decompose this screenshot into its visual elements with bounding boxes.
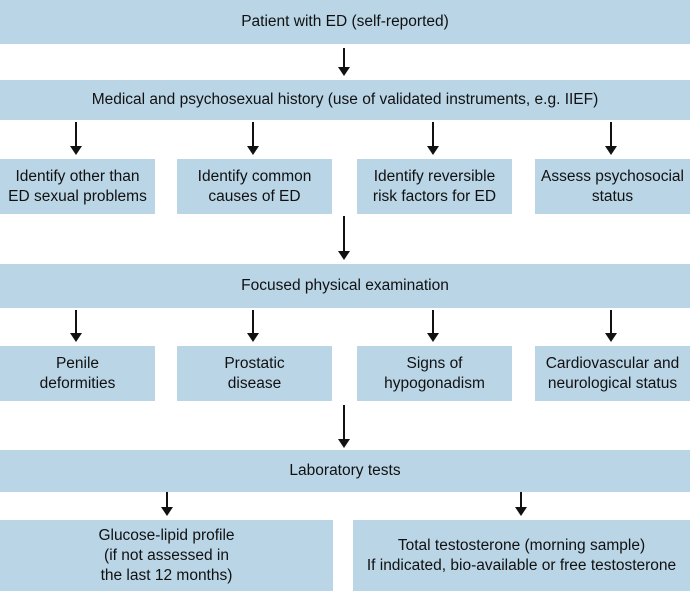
- patient-label: Patient with ED (self-reported): [241, 13, 449, 30]
- assess-psychosocial-label: Assess psychosocial status: [540, 167, 684, 205]
- arrow-down-icon: [337, 48, 351, 76]
- prostatic-disease-label: Prostatic disease: [224, 354, 285, 392]
- identify-other-problems-box: Identify other than ED sexual problems: [0, 159, 155, 214]
- testosterone-label: Total testosterone (morning sample) If i…: [366, 536, 677, 574]
- history-label: Medical and psychosexual history (use of…: [91, 91, 599, 108]
- identify-other-problems-label: Identify other than ED sexual problems: [8, 167, 147, 205]
- arrow-down-icon: [69, 122, 83, 155]
- testosterone-box: Total testosterone (morning sample) If i…: [353, 520, 690, 591]
- arrow-down-icon: [604, 122, 618, 155]
- arrow-down-icon: [69, 310, 83, 342]
- identify-risk-factors-label: Identify reversible risk factors for ED: [372, 167, 497, 205]
- arrow-down-icon: [426, 122, 440, 155]
- cardiovascular-label: Cardiovascular and neurological status: [545, 354, 680, 392]
- exam-box: Focused physical examination: [0, 264, 690, 308]
- history-box: Medical and psychosexual history (use of…: [0, 80, 690, 120]
- arrow-down-icon: [246, 122, 260, 155]
- cardiovascular-box: Cardiovascular and neurological status: [535, 346, 690, 401]
- lab-label: Laboratory tests: [289, 462, 401, 479]
- arrow-down-icon: [514, 492, 528, 516]
- arrow-down-icon: [604, 310, 618, 342]
- identify-common-causes-label: Identify common causes of ED: [197, 167, 312, 205]
- arrow-down-icon: [160, 492, 174, 516]
- patient-box: Patient with ED (self-reported): [0, 0, 690, 44]
- exam-label: Focused physical examination: [241, 277, 449, 294]
- prostatic-disease-box: Prostatic disease: [177, 346, 332, 401]
- arrow-down-icon: [337, 405, 351, 448]
- assess-psychosocial-box: Assess psychosocial status: [535, 159, 690, 214]
- identify-risk-factors-box: Identify reversible risk factors for ED: [357, 159, 512, 214]
- hypogonadism-box: Signs of hypogonadism: [357, 346, 512, 401]
- penile-deformities-label: Penile deformities: [39, 354, 116, 392]
- arrow-down-icon: [337, 216, 351, 260]
- hypogonadism-label: Signs of hypogonadism: [384, 354, 485, 392]
- glucose-lipid-box: Glucose-lipid profile (if not assessed i…: [0, 520, 333, 591]
- penile-deformities-box: Penile deformities: [0, 346, 155, 401]
- glucose-lipid-label: Glucose-lipid profile (if not assessed i…: [98, 526, 235, 584]
- lab-box: Laboratory tests: [0, 450, 690, 492]
- identify-common-causes-box: Identify common causes of ED: [177, 159, 332, 214]
- arrow-down-icon: [246, 310, 260, 342]
- arrow-down-icon: [426, 310, 440, 342]
